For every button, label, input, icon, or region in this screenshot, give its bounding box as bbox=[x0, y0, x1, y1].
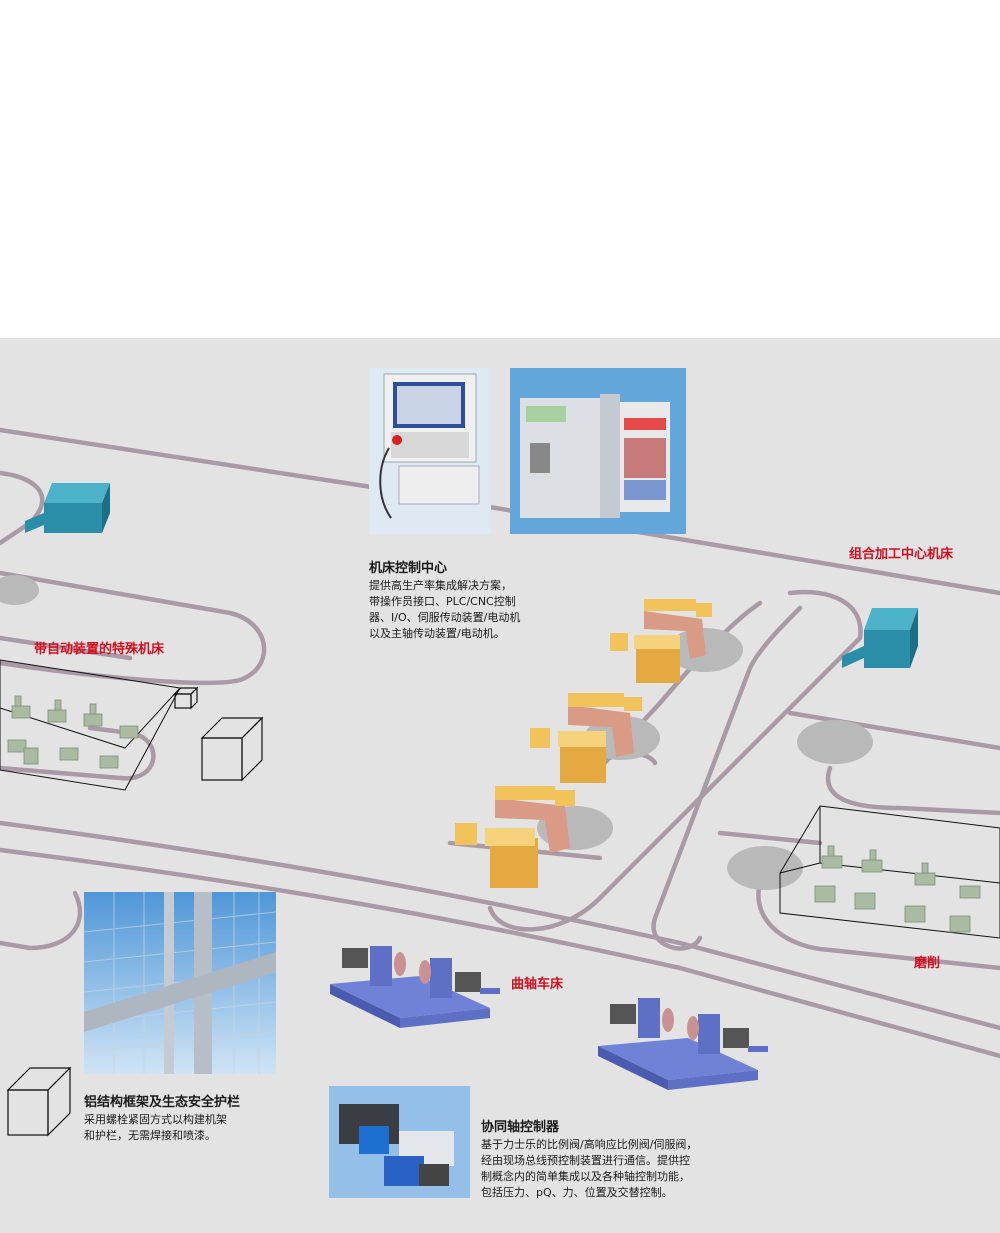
robot-cells bbox=[455, 599, 712, 888]
proportional-valve-photo bbox=[329, 1086, 470, 1198]
axis-controller-block: 协同轴控制器 基于力士乐的比例阀/高响应比例阀/伺服阀， 经由现场总线预控制装置… bbox=[481, 1116, 697, 1201]
frame-body: 采用螺栓紧固方式以构建机架 和护栏，无需焊接和喷漆。 bbox=[84, 1113, 227, 1142]
teal-enclosures bbox=[25, 483, 918, 668]
plc-controller-photo bbox=[510, 368, 686, 534]
cnc-control-title: 机床控制中心 bbox=[369, 561, 448, 576]
axis-controller-body: 基于力士乐的比例阀/高响应比例阀/伺服阀， 经由现场总线预控制装置进行通信。提供… bbox=[481, 1138, 698, 1199]
grinding-label: 磨削 bbox=[914, 956, 941, 971]
left-fixture-station bbox=[0, 659, 181, 791]
cnc-operator-panel-photo bbox=[369, 368, 491, 534]
machining-center-label: 组合加工中心机床 bbox=[849, 547, 954, 562]
aluminium-frame-photo bbox=[84, 892, 276, 1074]
cnc-control-block: 机床控制中心 提供高生产率集成解决方案， 带操作员接口、PLC/CNC控制 器、… bbox=[369, 557, 520, 642]
production-line-diagram: 带自动装置的特殊机床 组合加工中心机床 曲轴车床 磨削 机床控制中心 提供高生产… bbox=[0, 338, 1000, 1233]
wire-cubes bbox=[6, 686, 264, 1137]
frame-block: 铝结构框架及生态安全护栏 采用螺栓紧固方式以构建机架 和护栏，无需焊接和喷漆。 bbox=[84, 1091, 240, 1144]
special-machine-label: 带自动装置的特殊机床 bbox=[34, 642, 165, 657]
crankshaft-lathe-label: 曲轴车床 bbox=[511, 977, 564, 992]
crankshaft-lathes bbox=[330, 946, 768, 1090]
cnc-control-body: 提供高生产率集成解决方案， 带操作员接口、PLC/CNC控制 器、I/O、伺服传… bbox=[369, 579, 521, 640]
frame-title: 铝结构框架及生态安全护栏 bbox=[84, 1095, 241, 1110]
right-fixture-station bbox=[779, 805, 1000, 939]
axis-controller-title: 协同轴控制器 bbox=[481, 1120, 560, 1135]
scene-drawing bbox=[0, 427, 1000, 1137]
